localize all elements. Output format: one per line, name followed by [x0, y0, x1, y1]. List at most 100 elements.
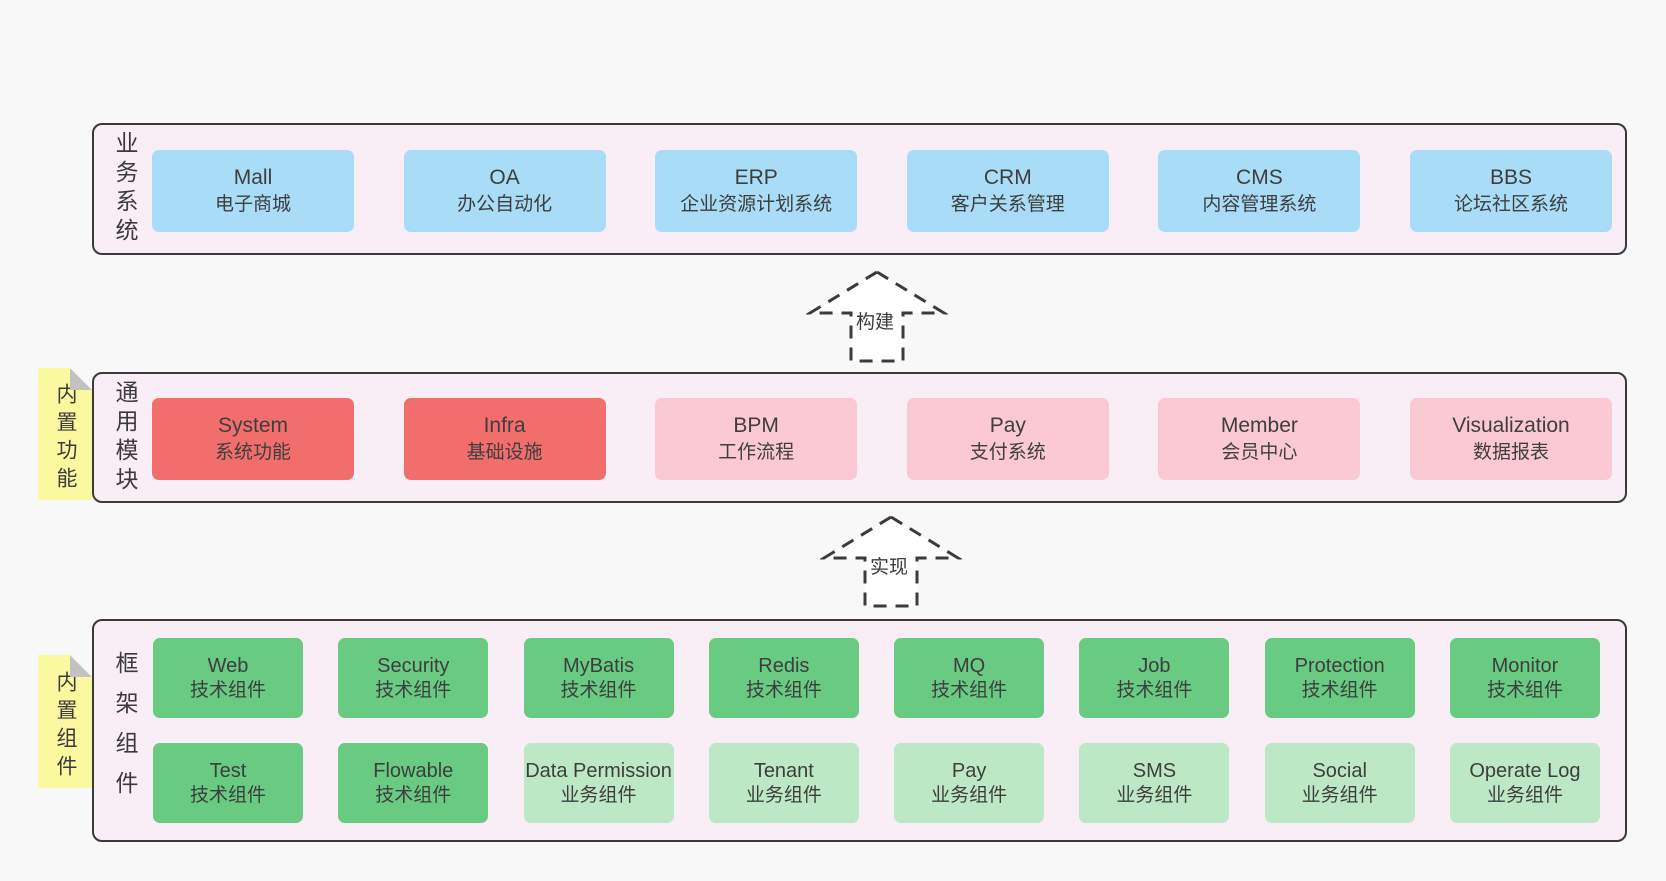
box-operate-log-sub: 业务组件 [1486, 784, 1563, 806]
box-social-sub: 业务组件 [1301, 784, 1378, 806]
sticky-note-built-in-components: 内置组件 [38, 655, 92, 788]
box-mall-sub: 电子商城 [214, 193, 291, 215]
box-monitor: Monitor 技术组件 [1449, 638, 1600, 718]
box-sms-title: SMS [1132, 759, 1177, 782]
components-box-row-1: Web 技术组件 Security 技术组件 MyBatis 技术组件 Redi… [153, 638, 1600, 718]
box-test-title: Test [209, 759, 247, 782]
box-sms: SMS 业务组件 [1079, 743, 1230, 823]
layer-components-label: 框架组件 [112, 650, 138, 811]
box-visualization-sub: 数据报表 [1472, 441, 1549, 463]
box-redis-sub: 技术组件 [745, 679, 822, 701]
box-tenant: Tenant 业务组件 [708, 743, 859, 823]
box-flowable: Flowable 技术组件 [338, 743, 489, 823]
box-system-title: System [217, 414, 288, 438]
box-system-sub: 系统功能 [214, 441, 291, 463]
box-mybatis: MyBatis 技术组件 [523, 638, 674, 718]
box-cms-title: CMS [1236, 166, 1283, 190]
box-mq-title: MQ [953, 654, 986, 677]
layer-modules-label: 通用模块 [112, 379, 138, 496]
box-oa-sub: 办公自动化 [457, 193, 553, 215]
box-member: Member 会员中心 [1158, 398, 1361, 480]
box-oa: OA 办公自动化 [403, 150, 606, 232]
box-infra-sub: 基础设施 [466, 441, 543, 463]
box-web-title: Web [207, 654, 249, 677]
box-member-title: Member [1220, 414, 1298, 438]
box-bbs-title: BBS [1489, 166, 1532, 190]
box-cms: CMS 内容管理系统 [1158, 150, 1361, 232]
box-mall: Mall 电子商城 [152, 150, 354, 232]
box-social: Social 业务组件 [1264, 743, 1415, 823]
layer-business-systems: 业务系统 Mall 电子商城 OA 办公自动化 ERP 企业资源计划系统 CRM… [92, 123, 1627, 255]
box-flowable-title: Flowable [373, 759, 454, 782]
components-box-row-2: Test 技术组件 Flowable 技术组件 Data Permission … [153, 743, 1600, 823]
box-redis: Redis 技术组件 [708, 638, 859, 718]
box-erp-sub: 企业资源计划系统 [680, 193, 833, 215]
box-test-sub: 技术组件 [189, 784, 266, 806]
build-arrow-label: 构建 [853, 311, 898, 336]
box-bbs-sub: 论坛社区系统 [1453, 193, 1568, 215]
box-erp-title: ERP [734, 166, 778, 190]
box-data-permission: Data Permission 业务组件 [523, 743, 674, 823]
business-box-row: Mall 电子商城 OA 办公自动化 ERP 企业资源计划系统 CRM 客户关系… [152, 150, 1612, 232]
sticky-note-built-in-features: 内置功能 [38, 368, 92, 500]
box-bpm-sub: 工作流程 [718, 441, 795, 463]
box-flowable-sub: 技术组件 [375, 784, 452, 806]
box-pay-module-sub: 支付系统 [969, 441, 1046, 463]
box-protection-title: Protection [1294, 654, 1385, 677]
layer-common-modules: 通用模块 System 系统功能 Infra 基础设施 BPM 工作流程 Pay… [92, 372, 1627, 503]
box-pay-component: Pay 业务组件 [894, 743, 1045, 823]
box-job-sub: 技术组件 [1116, 679, 1193, 701]
sticky-components-text: 内置组件 [54, 670, 77, 783]
box-crm-title: CRM [983, 166, 1032, 190]
box-member-sub: 会员中心 [1221, 441, 1298, 463]
box-security: Security 技术组件 [338, 638, 489, 718]
box-tenant-sub: 业务组件 [745, 784, 822, 806]
box-mybatis-sub: 技术组件 [560, 679, 637, 701]
box-visualization: Visualization 数据报表 [1409, 398, 1612, 480]
box-security-sub: 技术组件 [375, 679, 452, 701]
box-monitor-sub: 技术组件 [1486, 679, 1563, 701]
sticky-fold-corner-icon [70, 655, 92, 677]
box-protection: Protection 技术组件 [1264, 638, 1415, 718]
box-data-permission-sub: 业务组件 [560, 784, 637, 806]
box-bpm: BPM 工作流程 [655, 398, 858, 480]
box-infra: Infra 基础设施 [403, 398, 606, 480]
box-system: System 系统功能 [152, 398, 354, 480]
box-crm-sub: 客户关系管理 [950, 193, 1065, 215]
layer-business-label: 业务系统 [112, 131, 138, 247]
box-visualization-title: Visualization [1452, 414, 1570, 438]
sticky-modules-text: 内置功能 [54, 383, 77, 495]
box-tenant-title: Tenant [753, 759, 814, 782]
box-mall-title: Mall [233, 166, 273, 190]
sticky-fold-corner-icon [70, 368, 92, 390]
box-test: Test 技术组件 [153, 743, 303, 823]
box-pay-module-title: Pay [989, 414, 1026, 438]
box-cms-sub: 内容管理系统 [1202, 193, 1317, 215]
box-monitor-title: Monitor [1491, 654, 1559, 677]
box-security-title: Security [377, 654, 450, 677]
box-data-permission-title: Data Permission [525, 759, 672, 782]
box-protection-sub: 技术组件 [1301, 679, 1378, 701]
box-operate-log-title: Operate Log [1469, 759, 1581, 782]
modules-box-row: System 系统功能 Infra 基础设施 BPM 工作流程 Pay 支付系统… [152, 398, 1612, 480]
box-web-sub: 技术组件 [189, 679, 266, 701]
box-pay-component-title: Pay [951, 759, 987, 782]
box-operate-log: Operate Log 业务组件 [1449, 743, 1600, 823]
box-pay-component-sub: 业务组件 [931, 784, 1008, 806]
box-job: Job 技术组件 [1079, 638, 1230, 718]
box-bbs: BBS 论坛社区系统 [1409, 150, 1612, 232]
box-mq-sub: 技术组件 [931, 679, 1008, 701]
box-mybatis-title: MyBatis [563, 654, 635, 677]
box-infra-title: Infra [483, 414, 526, 438]
box-redis-title: Redis [758, 654, 810, 677]
box-oa-title: OA [489, 166, 520, 190]
box-crm: CRM 客户关系管理 [906, 150, 1109, 232]
box-mq: MQ 技术组件 [894, 638, 1045, 718]
box-social-title: Social [1312, 759, 1367, 782]
box-web: Web 技术组件 [153, 638, 303, 718]
box-job-title: Job [1138, 654, 1171, 677]
box-erp: ERP 企业资源计划系统 [655, 150, 858, 232]
layer-framework-components: 框架组件 Web 技术组件 Security 技术组件 MyBatis 技术组件… [92, 619, 1627, 842]
box-bpm-title: BPM [733, 414, 779, 438]
